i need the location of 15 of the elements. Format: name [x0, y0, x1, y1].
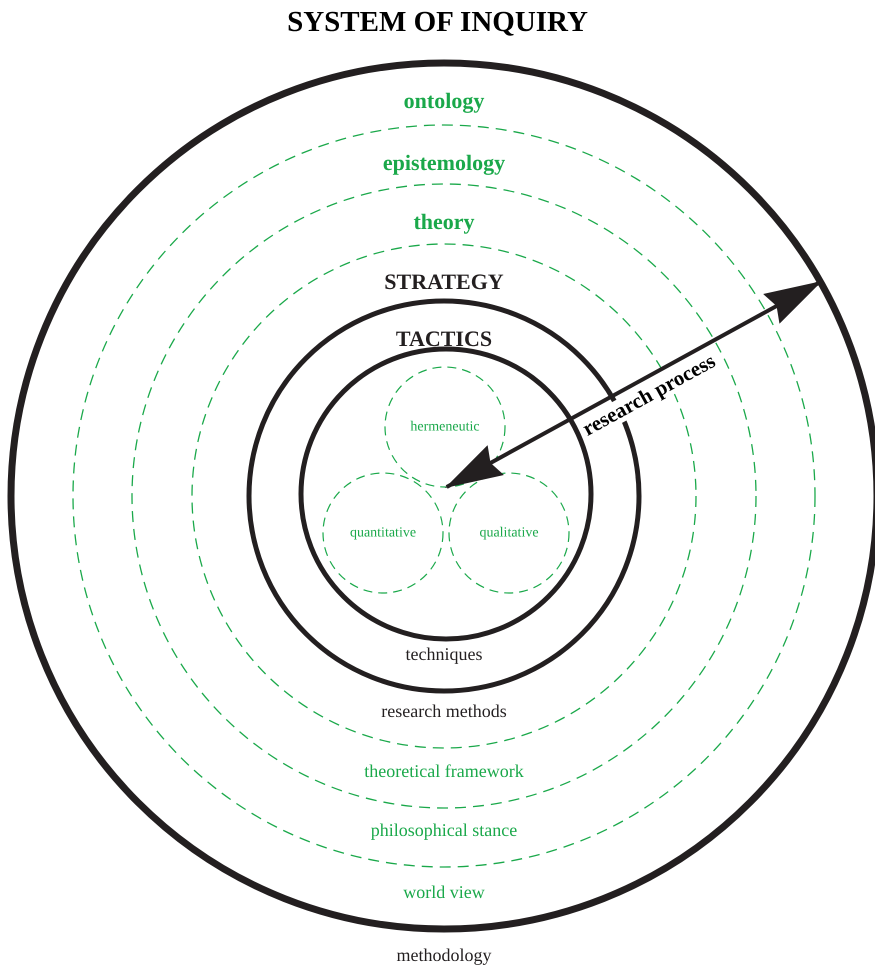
ring-label: philosophical stance	[370, 821, 518, 841]
ring-label: techniques	[406, 645, 482, 665]
ring-label: quantitative	[350, 525, 416, 541]
ring-label: epistemology	[382, 150, 506, 176]
ring-label: qualitative	[479, 525, 539, 541]
title: SYSTEM OF INQUIRY	[286, 6, 589, 39]
ring-label: methodology	[396, 946, 492, 966]
ring-label: theoretical framework	[364, 762, 524, 782]
ring-label: ontology	[404, 88, 484, 114]
ring-label: theory	[413, 210, 475, 234]
ring-label: hermeneutic	[410, 419, 480, 435]
ring-label: research methods	[381, 702, 507, 722]
ring-label: TACTICS	[396, 326, 492, 352]
ring-label: world view	[403, 883, 485, 903]
ring-label: STRATEGY	[384, 270, 504, 294]
